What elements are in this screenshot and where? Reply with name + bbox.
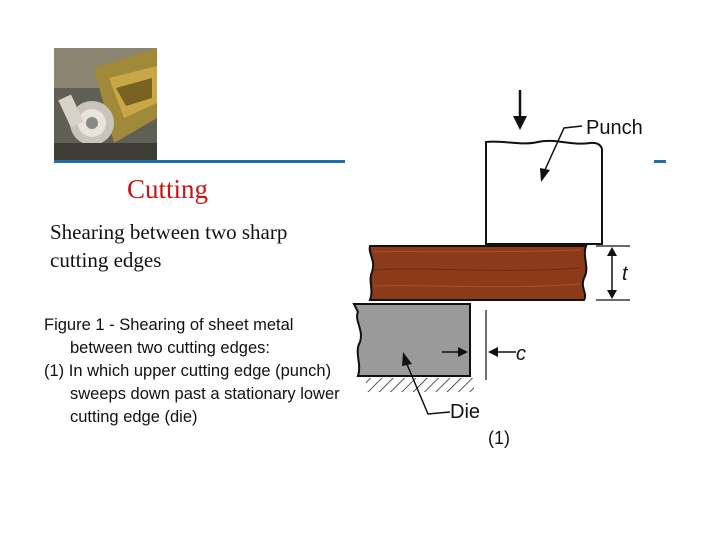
punch [485, 139, 603, 245]
slide-title: Cutting [127, 174, 209, 204]
die-label: Die [450, 401, 480, 423]
clearance-label: c [516, 343, 526, 365]
thickness-dimension [596, 245, 630, 301]
punch-label: Punch [586, 117, 643, 139]
figure-number: (1) [488, 428, 510, 448]
title-rule-right [654, 160, 666, 163]
punch-direction-arrow [513, 90, 527, 130]
thickness-label: t [622, 263, 629, 285]
figure-caption: Figure 1 ‑ Shearing of sheet metal betwe… [44, 314, 344, 429]
title-rule [54, 160, 345, 163]
die [352, 303, 471, 377]
lead-text: Shearing between two sharp cutting edges [50, 220, 288, 272]
caption-line-2: (1) In which upper cutting edge (punch) … [44, 362, 340, 426]
sheet-metal [368, 245, 588, 301]
cutting-tool-photo [54, 48, 157, 160]
clearance-dimension [442, 310, 516, 380]
shearing-diagram: Punch t c Die (1) [352, 90, 643, 448]
die-base-hatching [366, 378, 474, 392]
cutting-tool-image [54, 48, 157, 160]
caption-line-1: Figure 1 ‑ Shearing of sheet metal betwe… [44, 316, 294, 357]
